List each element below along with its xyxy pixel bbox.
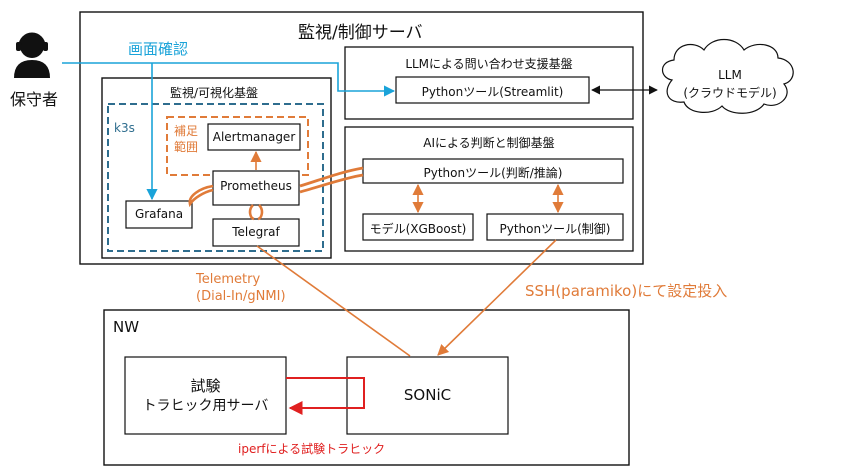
grafana-label: Grafana (134, 207, 184, 221)
streamlit-tool-label: Pythonツール(Streamlit) (421, 85, 564, 99)
sonic-box (346, 356, 509, 435)
iperf-traffic-loop (286, 377, 365, 415)
streamlit-tool-box (395, 76, 590, 104)
control-tool-box (486, 213, 624, 241)
screen-check-label: 画面確認 (128, 40, 189, 58)
ai-platform-box (344, 126, 634, 252)
monitoring-control-server-box (79, 11, 644, 265)
llm-platform-box (344, 46, 634, 120)
telemetry-label-line2: (Dial-In/gNMI) (196, 289, 286, 304)
nw-box (103, 309, 630, 466)
screen-check-line (62, 62, 396, 97)
supplement-scope-label-line2: 範囲 (174, 140, 199, 154)
judge-tool-label: Pythonツール(判断/推論) (423, 166, 563, 180)
grafana-box (125, 200, 193, 229)
telemetry-line (256, 245, 411, 357)
prometheus-box (212, 170, 300, 206)
ssh-config-line (437, 239, 557, 356)
iperf-label: iperfによる試験トラヒック (238, 442, 386, 456)
prometheus-label: Prometheus (220, 179, 292, 193)
telegraf-label: Telegraf (232, 225, 280, 239)
monitoring-platform-box (101, 77, 332, 259)
operator-headset-icon (14, 32, 50, 78)
supplement-scope-label-line1: 補足 (174, 124, 199, 138)
ai-platform-title: AIによる判断と制御基盤 (423, 136, 555, 150)
alertmanager-box (207, 123, 301, 151)
monitoring-platform-title: 監視/可視化基盤 (170, 86, 259, 100)
model-box (362, 213, 474, 241)
traffic-server-label-line2: トラヒック用サーバ (142, 398, 269, 414)
ssh-config-label: SSH(paramiko)にて設定投入 (525, 282, 728, 300)
telemetry-label-line1: Telemetry (196, 272, 261, 287)
k3s-label: k3s (114, 121, 135, 135)
alertmanager-label: Alertmanager (212, 130, 296, 144)
cloud-label-line2: (クラウドモデル) (683, 86, 777, 100)
prometheus-judge-link (299, 166, 364, 194)
nw-title: NW (113, 318, 140, 336)
operator-label: 保守者 (10, 90, 59, 109)
traffic-server-box (124, 356, 287, 435)
sonic-label: SONiC (403, 386, 452, 404)
cloud-label-line1: LLM (718, 68, 742, 82)
model-label: モデル(XGBoost) (369, 222, 467, 236)
traffic-server-label-line1: 試験 (190, 377, 221, 395)
judge-tool-box (362, 158, 624, 184)
llm-platform-title: LLMによる問い合わせ支援基盤 (405, 57, 573, 71)
prometheus-grafana-link (188, 184, 214, 208)
telegraf-box (212, 218, 300, 247)
server-title: 監視/制御サーバ (298, 23, 423, 43)
prometheus-telegraf-link (248, 204, 264, 221)
control-tool-label: Pythonツール(制御) (499, 222, 611, 236)
cloud-icon (661, 38, 794, 114)
